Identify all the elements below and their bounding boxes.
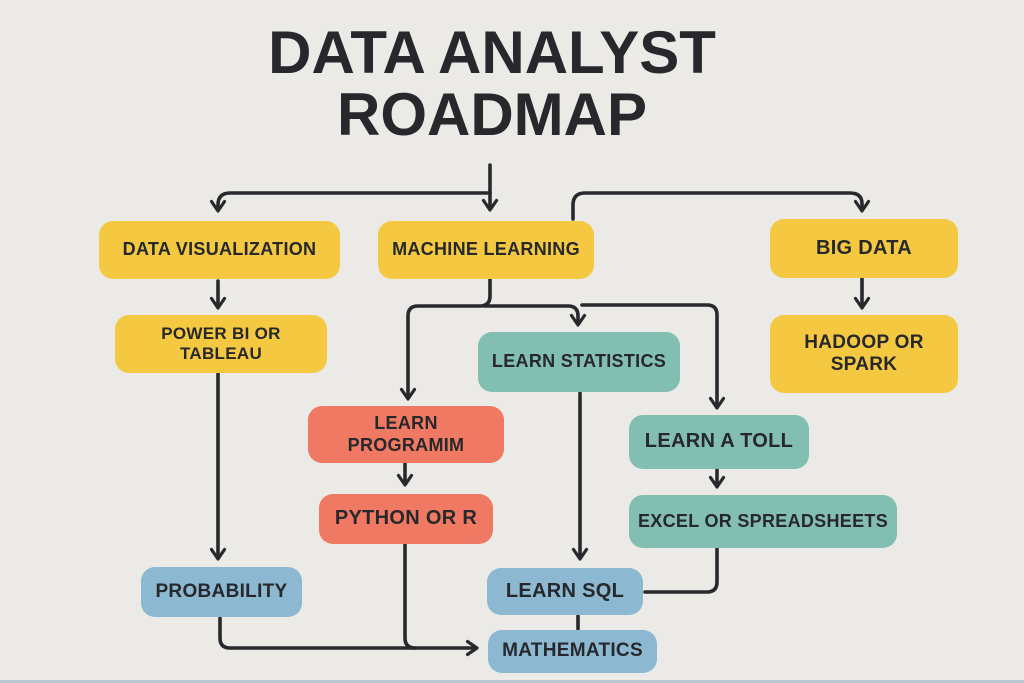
connector-excel-to-learn-sql xyxy=(643,546,719,594)
connector-machine-learning-to-big-data xyxy=(571,191,871,221)
node-learn-a-toll: LEARN A TOLL xyxy=(629,415,809,469)
node-python-or-r: PYTHON OR R xyxy=(319,494,493,544)
connector-probability-to-mathematics xyxy=(218,616,479,657)
page-title: DATA ANALYST ROADMAP xyxy=(268,19,716,149)
connector-junction-to-learn-a-toll xyxy=(580,303,726,410)
node-power-bi-or-tableau: POWER BI OR TABLEAU xyxy=(115,315,327,373)
node-learn-programim: LEARN PROGRAMIM xyxy=(308,406,504,463)
node-probability: PROBABILITY xyxy=(141,567,302,617)
connector-python-merge-to-mathematics xyxy=(403,542,417,650)
bottom-edge-strip xyxy=(0,680,1024,683)
connector-machine-learning-to-learn-programim xyxy=(399,277,492,401)
node-big-data: BIG DATA xyxy=(770,219,958,278)
connector-title-to-data-visualization xyxy=(209,191,492,213)
node-hadoop-or-spark: HADOOP OR SPARK xyxy=(770,315,958,393)
node-mathematics: MATHEMATICS xyxy=(488,630,657,673)
connector-junction-to-learn-statistics xyxy=(482,304,587,327)
node-data-visualization: DATA VISUALIZATION xyxy=(99,221,340,279)
node-excel-or-spreadsheets: EXCEL OR SPREADSHEETS xyxy=(629,495,897,548)
node-learn-statistics: LEARN STATISTICS xyxy=(478,332,680,392)
node-learn-sql: LEARN SQL xyxy=(487,568,643,615)
node-machine-learning: MACHINE LEARNING xyxy=(378,221,594,279)
